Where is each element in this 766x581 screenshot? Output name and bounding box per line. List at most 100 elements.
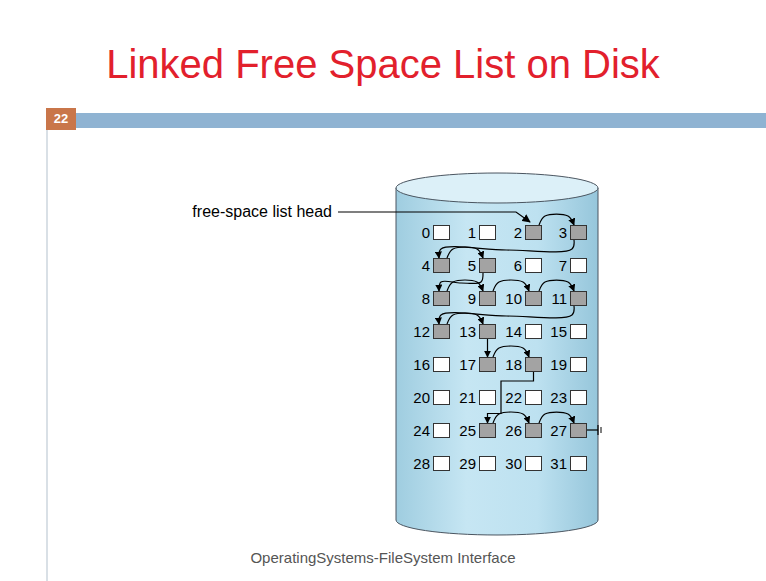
disk-block: 25 (459, 423, 496, 438)
next-pointer (493, 412, 529, 423)
block-square (570, 324, 587, 339)
block-square (525, 324, 542, 339)
block-square (570, 258, 587, 273)
block-number: 6 (514, 258, 522, 273)
head-pointer (338, 212, 530, 222)
next-pointer (487, 339, 488, 357)
block-number: 15 (550, 324, 567, 339)
block-square (433, 423, 450, 438)
block-number: 24 (413, 423, 430, 438)
disk-block: 2 (514, 225, 542, 240)
free-block-square (570, 291, 587, 306)
free-block-square (479, 324, 496, 339)
free-block-square (525, 291, 542, 306)
disk-block: 5 (468, 258, 496, 273)
free-block-square (570, 423, 587, 438)
free-block-square (525, 357, 542, 372)
pointer-label: free-space list head (0, 203, 332, 221)
block-number: 12 (413, 324, 430, 339)
block-number: 2 (514, 225, 522, 240)
disk-block: 18 (505, 357, 542, 372)
disk-block: 19 (550, 357, 587, 372)
disk-block: 1 (468, 225, 496, 240)
block-number: 9 (468, 291, 476, 306)
disk-block: 15 (550, 324, 587, 339)
disk-block: 12 (413, 324, 450, 339)
margin-rule (46, 130, 48, 581)
disk-block: 14 (505, 324, 542, 339)
slide-number: 22 (46, 108, 76, 130)
block-square (433, 390, 450, 405)
disk-block: 21 (459, 390, 496, 405)
next-pointer (439, 306, 574, 324)
slide-title: Linked Free Space List on Disk (0, 42, 766, 87)
next-pointer (439, 240, 574, 258)
disk-block: 13 (459, 324, 496, 339)
block-square (525, 258, 542, 273)
next-pointer (539, 412, 574, 423)
disk-block: 29 (459, 456, 496, 471)
next-pointer (447, 313, 483, 324)
block-square (433, 225, 450, 240)
disk-block: 7 (559, 258, 587, 273)
block-number: 0 (422, 225, 430, 240)
block-number: 4 (422, 258, 430, 273)
block-square (570, 357, 587, 372)
disk-block: 11 (551, 291, 587, 306)
free-block-square (433, 258, 450, 273)
block-number: 28 (413, 456, 430, 471)
next-pointer (447, 280, 483, 291)
block-number: 10 (505, 291, 522, 306)
disk-block: 17 (459, 357, 496, 372)
next-pointer (447, 247, 483, 258)
block-square (525, 390, 542, 405)
disk-block: 9 (468, 291, 496, 306)
free-block-square (525, 423, 542, 438)
block-number: 7 (559, 258, 567, 273)
block-number: 16 (413, 357, 430, 372)
disk-block: 24 (413, 423, 450, 438)
block-square (479, 225, 496, 240)
disk-block: 27 (550, 423, 587, 438)
disk-block: 26 (505, 423, 542, 438)
block-number: 29 (459, 456, 476, 471)
disk-block: 6 (514, 258, 542, 273)
list-end-terminator (586, 425, 601, 435)
block-number: 31 (550, 456, 567, 471)
block-square (479, 456, 496, 471)
block-number: 3 (559, 225, 567, 240)
disk-block: 28 (413, 456, 450, 471)
block-square (525, 456, 542, 471)
block-number: 8 (422, 291, 430, 306)
block-square (433, 456, 450, 471)
header-bar (76, 113, 766, 128)
block-number: 26 (505, 423, 522, 438)
block-square (570, 456, 587, 471)
slide-footer: OperatingSystems-FileSystem Interface (0, 549, 766, 566)
next-pointer (493, 280, 529, 291)
block-number: 20 (413, 390, 430, 405)
disk-block: 31 (550, 456, 587, 471)
block-square (479, 390, 496, 405)
disk-block: 23 (550, 390, 587, 405)
block-number: 21 (459, 390, 476, 405)
block-number: 30 (505, 456, 522, 471)
block-number: 5 (468, 258, 476, 273)
block-square (570, 390, 587, 405)
disk-block: 0 (422, 225, 450, 240)
disk-block: 22 (505, 390, 542, 405)
block-number: 23 (550, 390, 567, 405)
disk-cylinder (396, 173, 598, 535)
block-square (433, 357, 450, 372)
next-pointer (493, 346, 529, 357)
disk-block: 16 (413, 357, 450, 372)
block-number: 11 (551, 291, 567, 306)
block-number: 17 (459, 357, 476, 372)
block-number: 22 (505, 390, 522, 405)
free-block-square (479, 258, 496, 273)
free-block-square (479, 423, 496, 438)
free-block-square (479, 357, 496, 372)
disk-block: 8 (422, 291, 450, 306)
